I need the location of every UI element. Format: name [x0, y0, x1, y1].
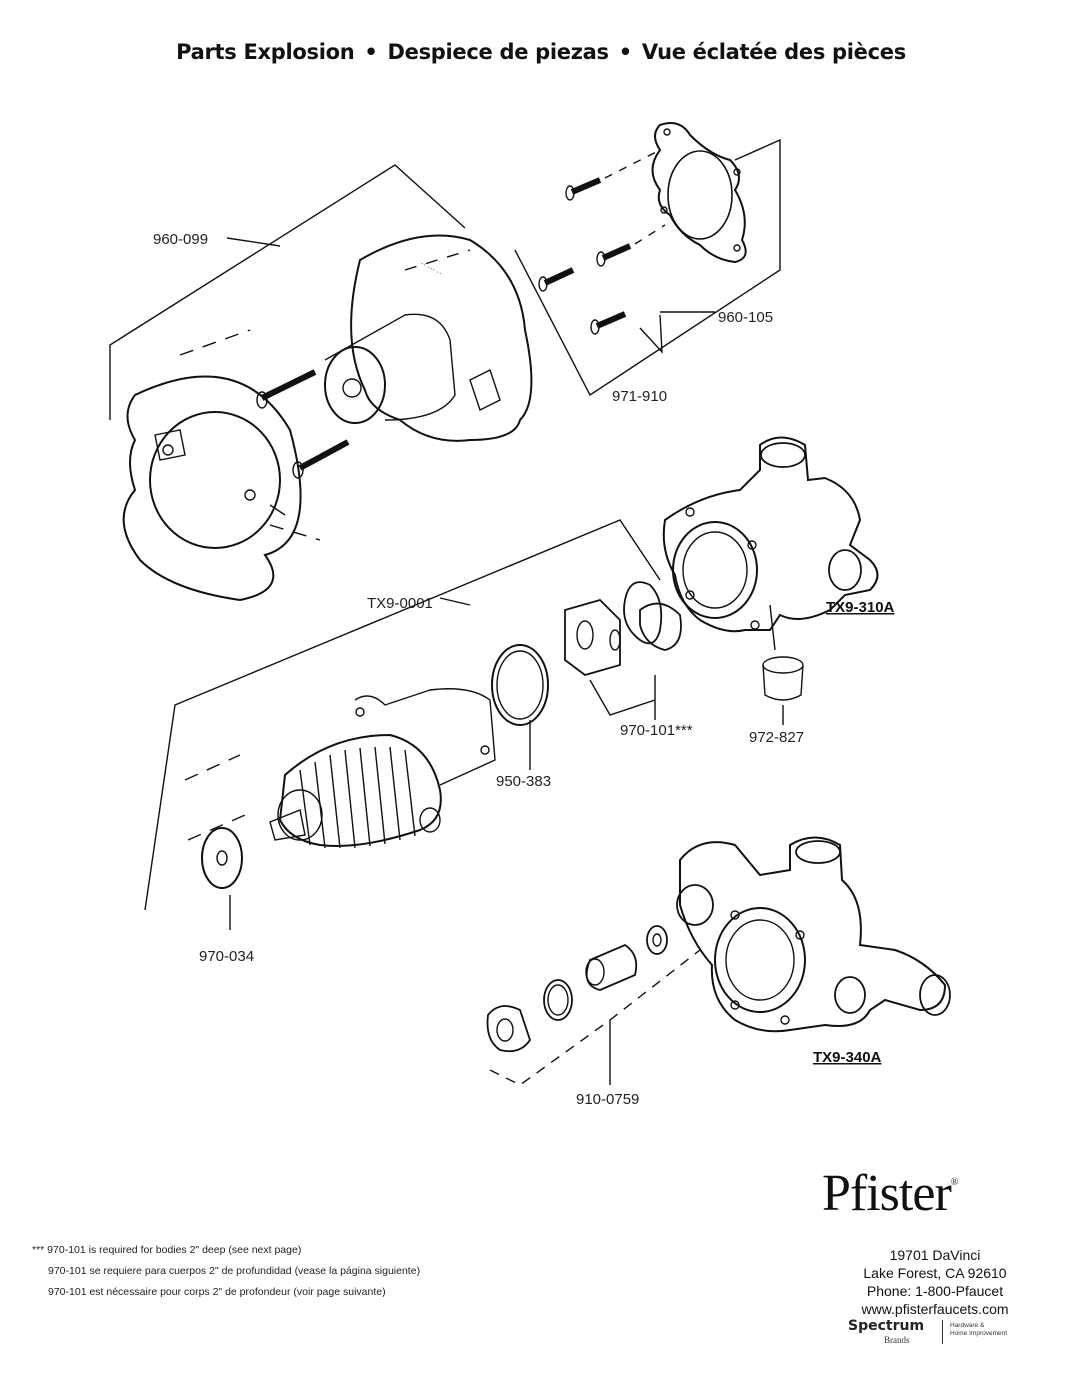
- page-title: Parts Explosion • Despiece de piezas • Vue é…: [0, 40, 1082, 64]
- part-label-970-101: 970-101***: [620, 722, 693, 739]
- cartridge-group-bracket: [144, 519, 661, 911]
- company-address: 19701 DaVinci Lake Forest, CA 92610 Phon…: [830, 1246, 1040, 1318]
- stop-o-ring-part: [543, 979, 573, 1021]
- retainer-disc-part: [201, 827, 243, 889]
- pfister-logo: Pfister®: [820, 1168, 1060, 1220]
- trim-group-bracket: [109, 164, 471, 541]
- part-label-972-827: 972-827: [749, 729, 804, 746]
- title-english: Parts Explosion: [176, 40, 355, 64]
- stop-cylinder-part: [585, 943, 638, 991]
- footnote-spanish: 970-101 se requiere para cuerpos 2" de p…: [48, 1265, 421, 1277]
- part-label-960-105: 960-105: [718, 309, 773, 326]
- short-screw-part: [596, 243, 632, 267]
- part-label-960-099: 960-099: [153, 231, 208, 248]
- part-label-970-034: 970-034: [199, 948, 254, 965]
- website: www.pfisterfaucets.com: [861, 1301, 1009, 1317]
- washer-part: [646, 925, 668, 955]
- logo-text: Pfister: [822, 1165, 952, 1222]
- title-spanish: Despiece de piezas: [387, 40, 610, 64]
- part-label-910-0759: 910-0759: [576, 1091, 639, 1108]
- valve-body-310a-part: [662, 436, 879, 651]
- part-label-tx9-310a: TX9-310A: [826, 599, 895, 616]
- title-separator: •: [364, 40, 378, 64]
- footnote-english: *** 970-101 is required for bodies 2" de…: [32, 1244, 302, 1256]
- title-french: Vue éclatée des pièces: [641, 40, 906, 64]
- registered-mark: ®: [950, 1177, 959, 1188]
- o-ring-part: [491, 644, 549, 726]
- stop-plug-part: [486, 1005, 531, 1053]
- logo-divider: [942, 1320, 943, 1344]
- division-line2: Home Improvement: [950, 1330, 1008, 1337]
- seat-part: [564, 598, 621, 676]
- gasket-part: [623, 581, 682, 651]
- division-line1: Hardware &: [950, 1322, 985, 1329]
- bonnet-cap-part: [762, 656, 804, 701]
- address-line1: 19701 DaVinci: [889, 1247, 981, 1263]
- short-screw-part: [565, 177, 602, 201]
- phone-number: Phone: 1-800-Pfaucet: [866, 1283, 1004, 1299]
- title-separator: •: [618, 40, 632, 64]
- mounting-plate-part: [651, 122, 747, 264]
- part-label-tx9-340a: TX9-340A: [813, 1049, 882, 1066]
- plate-bracket: [514, 138, 781, 397]
- valve-body-340a-part: [676, 836, 951, 1033]
- spectrum-brands-logo: Spectrum Brands Hardware & Home Improvem…: [848, 1318, 1038, 1346]
- short-screw-part: [590, 311, 627, 335]
- address-line2: Lake Forest, CA 92610: [863, 1265, 1007, 1281]
- long-screw-part: [292, 439, 350, 479]
- spectrum-name: Spectrum: [848, 1318, 925, 1334]
- division-text: Hardware & Home Improvement: [950, 1322, 1007, 1338]
- escutcheon-ring-part: [122, 375, 302, 602]
- part-label-tx9-0001: TX9-0001: [367, 595, 433, 612]
- footnote-french: 970-101 est nécessaire pour corps 2" de …: [48, 1286, 386, 1298]
- part-label-971-910: 971-910: [612, 388, 667, 405]
- cartridge-part: [269, 688, 496, 849]
- footnotes: *** 970-101 is required for bodies 2" de…: [32, 1240, 420, 1303]
- long-screw-part: [256, 369, 317, 409]
- part-label-950-383: 950-383: [496, 773, 551, 790]
- spectrum-sub: Brands: [884, 1335, 910, 1345]
- short-screw-part: [538, 267, 575, 292]
- sleeve-dome-part: ·· ··· ··: [324, 234, 533, 442]
